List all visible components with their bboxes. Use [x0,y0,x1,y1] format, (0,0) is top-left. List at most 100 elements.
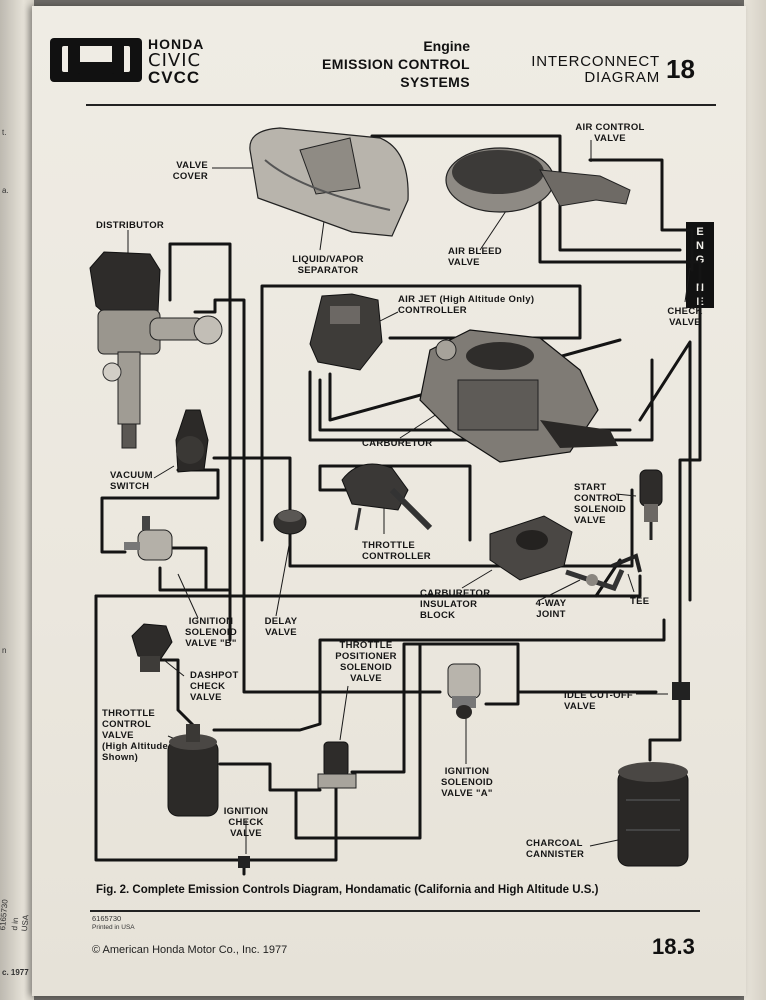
left-page-fragment: t. [2,128,7,137]
section-title: Engine EMISSION CONTROL SYSTEMS [280,38,470,91]
diagram-title-line: DIAGRAM [584,69,660,86]
hose-line [218,762,322,792]
hose-line [294,642,422,840]
air-cleaner-illustration [445,147,631,213]
printed-in-usa: Printed in USA [92,924,135,931]
leader-line [539,579,581,601]
carburetor-illustration [419,329,618,463]
leader-line [153,465,175,479]
throttle-positioner-solenoid-illustration [317,741,357,789]
hose-line [242,778,338,862]
hose-line [212,456,292,517]
tab-letter: E [696,226,704,238]
page-edge-right [744,0,766,1000]
leader-line [627,573,635,593]
section-title-line: Engine [423,38,470,54]
dashpot-check-valve-illustration [131,623,173,672]
leader-line [684,267,691,303]
section-number: 18 [666,54,695,84]
hose-line [242,678,442,694]
valve-cover-illustration [249,127,409,237]
section-title-line: EMISSION CONTROL [322,56,470,72]
diagram-title: INTERCONNECT DIAGRAM [520,54,660,86]
ignition-solenoid-b-illustration [124,516,173,561]
section-title-line: SYSTEMS [400,74,470,90]
hose-line [678,298,702,692]
hose-line [168,546,208,590]
label-carburetor: CARBURETOR [362,438,433,449]
hose-line [648,688,682,762]
adjacent-left-page: t. a. n 6165730 d in USA c. 1977 [0,0,34,1000]
copyright: © American Honda Motor Co., Inc. 1977 [92,944,288,956]
left-page-fragment: a. [2,186,9,195]
label-distributor: DISTRIBUTOR [96,220,165,231]
charcoal-cannister-illustration [617,762,689,867]
left-page-fragment: n [2,646,7,655]
air-jet-controller-illustration [309,293,383,371]
delay-valve-illustration [273,509,307,535]
hose-line [350,642,520,774]
vacuum-switch-illustration [175,409,209,473]
leader-line [275,539,291,617]
hose-line [212,618,666,732]
hose-line [193,298,246,682]
tee-illustration [611,553,642,573]
footer-rule [90,910,700,912]
distributor-illustration [89,251,223,449]
label-tee: TEE [630,596,650,607]
hose-line [288,488,634,568]
leader-line [589,839,619,847]
leader-line [163,659,185,677]
hose-line [588,158,694,272]
print-code: 6165730 [92,914,122,923]
hose-line [158,566,230,592]
figure-caption: Fig. 2. Complete Emission Controls Diagr… [96,884,599,896]
throttle-control-valve-illustration [167,724,219,817]
honda-h-logo [50,38,142,82]
label-air-jet-controller: AIR JET (High Altitude Only)CONTROLLER [398,294,535,316]
start-control-solenoid-illustration [639,469,663,540]
leader-line [615,493,637,497]
hose-line [168,242,232,642]
ignition-check-valve-illustration [238,856,250,868]
hose-line [638,340,692,602]
idle-cut-off-valve-illustration [672,682,690,700]
diagram-title-line: INTERCONNECT [531,53,660,70]
throttle-controller-illustration [341,463,433,531]
left-page-fragment: c. 1977 [2,968,29,977]
tab-letter: G [695,254,705,266]
ignition-solenoid-a-illustration [447,663,481,719]
brand-cvcc: CVCC [148,68,201,87]
hose-line [94,594,246,862]
page-number: 18.3 [652,934,695,959]
brand-honda: HONDA [148,36,205,52]
brand-civic: CIVIC [148,50,202,71]
leader-lines [127,140,691,854]
four-way-joint-illustration [565,568,625,592]
leader-line [461,569,493,589]
header-rule [86,104,716,106]
leader-line [399,411,441,439]
hose-lines [94,134,702,876]
hose-line [318,464,472,542]
leader-line [177,573,199,619]
hose-line [538,198,702,302]
insulator-block-illustration [489,515,573,581]
